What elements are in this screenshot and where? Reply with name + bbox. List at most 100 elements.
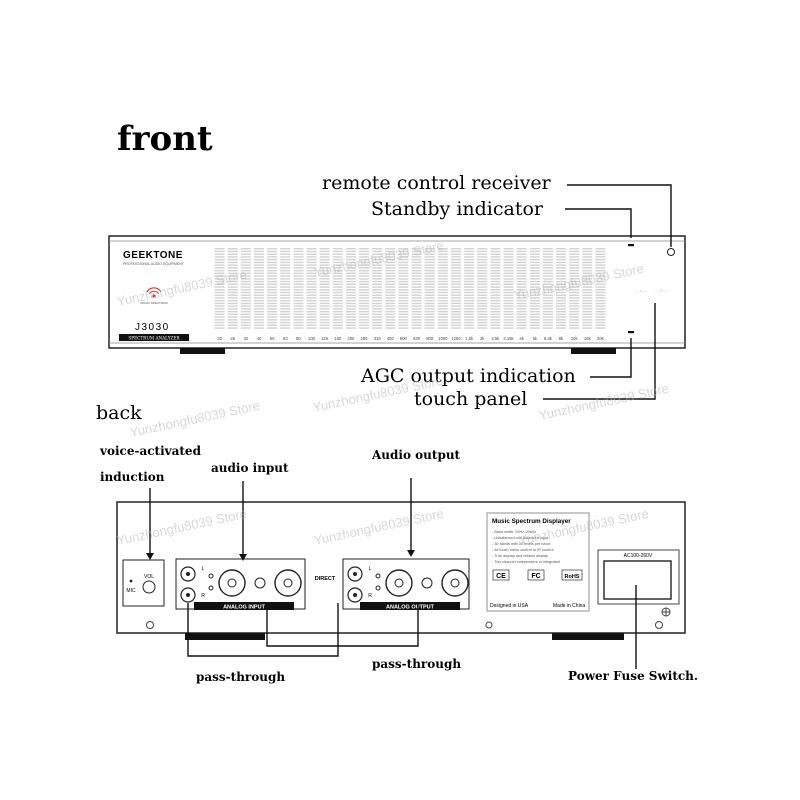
frequency-label: 125 xyxy=(321,336,329,341)
output-l-mark: L xyxy=(369,566,372,572)
trs-input xyxy=(254,577,266,589)
spec-line: - Band width: 20Hz-20kHz xyxy=(492,530,536,534)
xlr-output-l xyxy=(385,569,413,597)
rohs-mark: RoHS xyxy=(565,574,580,580)
touch-mark-1: — L — xyxy=(635,288,647,293)
spectrum-band xyxy=(464,248,475,329)
frequency-label: 63 xyxy=(283,336,288,341)
analog-output-block xyxy=(342,558,470,610)
power-fuse-label: Power Fuse Switch. xyxy=(568,669,698,683)
frequency-label: 50 xyxy=(270,336,275,341)
audio-input-label: audio input xyxy=(211,461,289,475)
frequency-label: 80 xyxy=(296,336,301,341)
spectrum-band xyxy=(280,248,291,329)
spectrum-band xyxy=(542,248,553,329)
spectrum-band xyxy=(556,248,566,329)
spectrum-band xyxy=(372,248,383,329)
spectrum-band xyxy=(451,248,461,329)
watermark: Yunzhongfu8039 Store xyxy=(129,398,262,440)
spectrum-band xyxy=(477,248,488,329)
frequency-label: 800 xyxy=(426,336,434,341)
frequency-label: 1.6k xyxy=(465,336,474,341)
spectrum-band xyxy=(332,248,343,329)
spectrum-band xyxy=(411,248,422,329)
spectrum-band xyxy=(345,248,356,329)
spectrum-band xyxy=(595,248,606,329)
spectrum-band xyxy=(529,248,540,329)
front-callout-lines xyxy=(543,184,672,400)
output-r-mark: R xyxy=(368,593,372,599)
touch-mark-2: — R — xyxy=(655,288,668,293)
audio-output-label: Audio output xyxy=(371,448,461,462)
standby-indicator-label: Standby indicator xyxy=(371,198,544,220)
pass-through-label-right: pass-through xyxy=(372,657,461,671)
spec-lines: - Band width: 20Hz-20kHz - Unbalanced and… xyxy=(492,530,560,564)
front-foot-right xyxy=(571,348,616,354)
ce-mark: CE xyxy=(496,573,506,580)
spectrum-band xyxy=(214,248,225,329)
frequency-label: 3.15k xyxy=(503,336,514,341)
spec-line: - 30 bands with 30 levels per band xyxy=(492,542,550,546)
screw-middle xyxy=(485,621,493,629)
spectrum-band xyxy=(503,248,514,329)
vol-knob xyxy=(142,580,156,594)
spectrum-band xyxy=(267,248,278,329)
agc-output-label: AGC output indication xyxy=(360,365,576,387)
spec-line: - Unbalanced and Balanced input xyxy=(492,536,549,540)
voice-label-line1: voice-activated xyxy=(99,444,202,458)
frequency-label: 4k xyxy=(519,336,524,341)
spectrum-band xyxy=(319,248,330,329)
input-l-mark: L xyxy=(202,566,205,572)
spectrum-band xyxy=(569,248,580,329)
fc-mark: FC xyxy=(531,573,540,580)
frequency-label: 400 xyxy=(387,336,395,341)
frequency-label: 2.5k xyxy=(491,336,500,341)
screw-left xyxy=(146,621,154,629)
frequency-label: 200 xyxy=(347,336,355,341)
spectrum-band xyxy=(359,248,369,329)
power-socket xyxy=(603,560,672,600)
back-foot-right xyxy=(552,633,624,640)
frequency-label: 160 xyxy=(334,336,342,341)
brand-logo: GEEKTONE xyxy=(123,250,183,261)
arrowheads xyxy=(146,550,415,561)
spec-sticker xyxy=(486,512,590,612)
analog-input-block xyxy=(175,558,306,610)
spectrum-band xyxy=(227,248,238,329)
spec-line: - Two channel independent or integrated xyxy=(492,560,560,564)
back-panel: VOL MIC L R ANALOG INPUT DIRECT L R xyxy=(116,501,686,640)
agc-indicator xyxy=(628,331,634,334)
frequency-label: 5k xyxy=(533,336,538,341)
front-heading: front xyxy=(117,119,213,159)
frequency-label: 630 xyxy=(413,336,421,341)
logo-caption: MUSIC SPECTRUM xyxy=(140,301,168,305)
analog-output-label: ANALOG OUTPUT xyxy=(386,605,435,611)
spec-title: Music Spectrum Displayer xyxy=(492,518,571,525)
spectrum-band xyxy=(582,248,593,329)
spec-line: - True display and refresh display xyxy=(492,554,548,558)
rca-input-r xyxy=(180,587,196,603)
made-in: Made in China xyxy=(553,603,585,609)
voice-label-line2: induction xyxy=(100,470,165,484)
input-r-mark: R xyxy=(201,593,205,599)
frequency-label: 10k xyxy=(571,336,579,341)
frequency-label: 25 xyxy=(230,336,235,341)
spectrum-band xyxy=(306,248,317,329)
rca-input-l xyxy=(180,566,196,582)
mic-label: MIC xyxy=(126,588,136,594)
brand-subtitle: PROFESSIONAL AUDIO EQUIPMENT xyxy=(123,262,185,266)
spectrum-band xyxy=(424,248,435,329)
frequency-label: 100 xyxy=(308,336,316,341)
front-panel: GEEKTONE PROFESSIONAL AUDIO EQUIPMENT MU… xyxy=(108,235,686,354)
frequency-label: 250 xyxy=(361,336,369,341)
frequency-label: 315 xyxy=(374,336,382,341)
frequency-label: 40 xyxy=(257,336,262,341)
frequency-label: 1000 xyxy=(438,336,448,341)
screw-right xyxy=(655,621,663,629)
spectrum-band xyxy=(254,248,264,329)
rca-output-l xyxy=(347,566,363,582)
remote-receiver xyxy=(667,248,675,256)
analog-input-strip xyxy=(194,602,294,610)
